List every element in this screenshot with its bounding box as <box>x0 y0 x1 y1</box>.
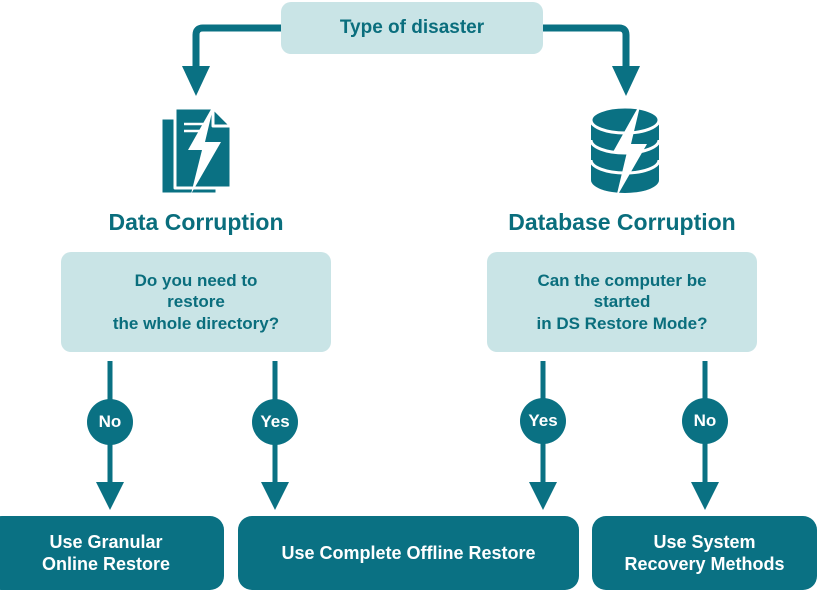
edge-label-yes-database-corruption[interactable]: Yes <box>520 398 566 444</box>
branch-title-data-corruption: Data Corruption <box>108 209 284 235</box>
root-node-type-of-disaster[interactable]: Type of disaster <box>281 2 543 54</box>
arrowhead-root-to-right <box>612 66 640 96</box>
outcome-node-system-recovery-methods[interactable]: Use System Recovery Methods <box>592 516 817 590</box>
edge-label-yes-data-corruption[interactable]: Yes <box>252 399 298 445</box>
arrowhead-yes-to-offline-right <box>529 482 557 510</box>
arrowhead-root-to-left <box>182 66 210 96</box>
outcome-node-complete-offline-restore[interactable]: Use Complete Offline Restore <box>238 516 579 590</box>
arrowhead-no-to-system-recovery <box>691 482 719 510</box>
arrowhead-yes-to-offline-left <box>261 482 289 510</box>
document-lightning-icon <box>155 100 240 200</box>
question-node-restore-whole-directory[interactable]: Do you need to restore the whole directo… <box>61 252 331 352</box>
edge-label-no-database-corruption[interactable]: No <box>682 398 728 444</box>
edge-root-to-left <box>192 24 281 69</box>
arrowhead-no-to-granular <box>96 482 124 510</box>
edge-root-to-right <box>543 24 630 69</box>
branch-title-database-corruption: Database Corruption <box>508 209 736 235</box>
database-lightning-icon <box>583 100 668 200</box>
outcome-node-granular-online-restore[interactable]: Use Granular Online Restore <box>0 516 224 590</box>
question-node-ds-restore-mode[interactable]: Can the computer be started in DS Restor… <box>487 252 757 352</box>
edge-label-no-data-corruption[interactable]: No <box>87 399 133 445</box>
